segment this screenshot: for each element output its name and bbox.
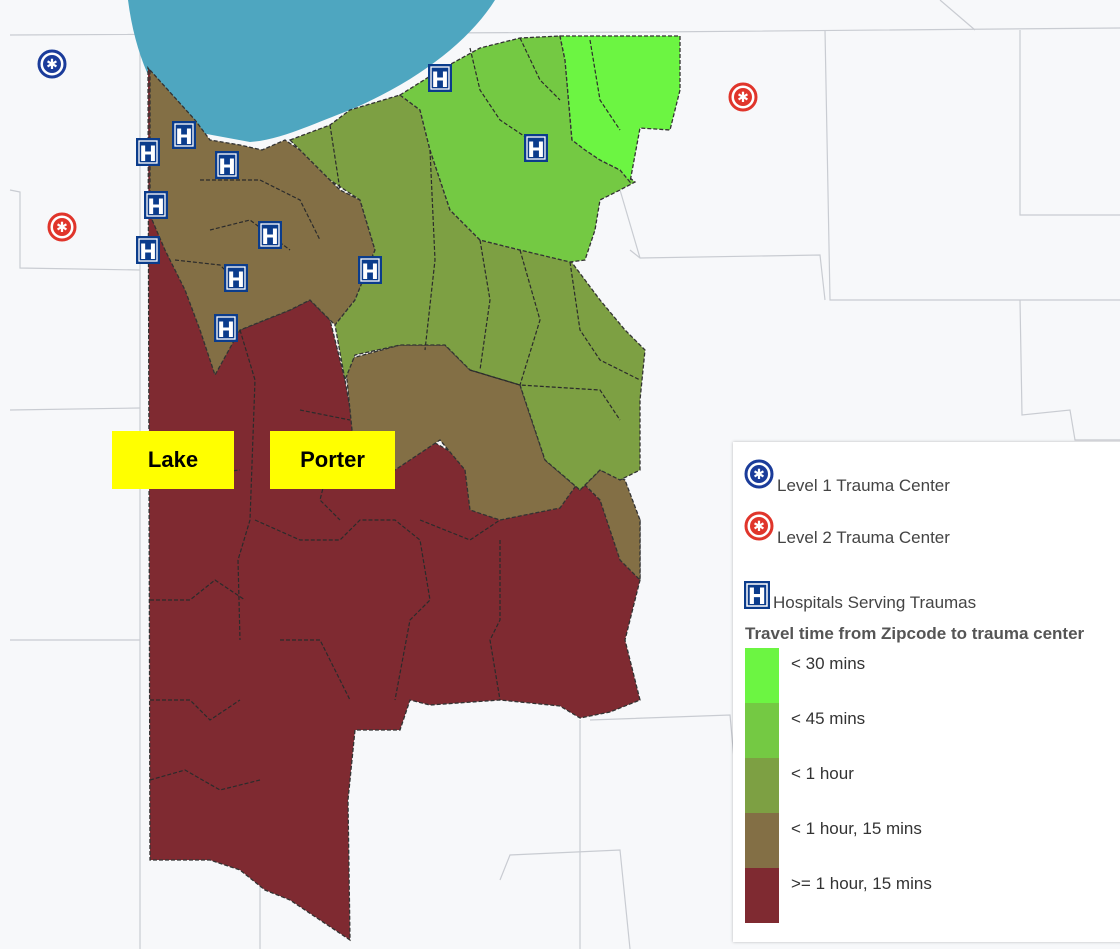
hospital-icon[interactable]: H bbox=[144, 191, 168, 219]
svg-text:H: H bbox=[218, 155, 236, 179]
svg-text:✱: ✱ bbox=[737, 90, 749, 106]
zone-under-30-mins[interactable] bbox=[559, 35, 681, 184]
hospital-icon[interactable]: H bbox=[172, 121, 196, 149]
hospital-icon[interactable]: H bbox=[224, 264, 248, 292]
legend-bin-label: < 45 mins bbox=[791, 709, 866, 728]
legend-level2-label: Level 2 Trauma Center bbox=[777, 528, 950, 547]
svg-text:✱: ✱ bbox=[753, 467, 765, 483]
hospital-icon: H bbox=[744, 581, 770, 610]
hospital-icon[interactable]: H bbox=[136, 236, 160, 264]
lake-michigan bbox=[128, 0, 495, 142]
legend-swatch bbox=[745, 648, 779, 703]
hospital-glyph: H bbox=[748, 585, 766, 610]
county-boundaries bbox=[9, 0, 1120, 949]
hospital-icon[interactable]: H bbox=[428, 64, 452, 92]
legend-bin-label: < 1 hour bbox=[791, 764, 854, 783]
hospital-markers: H H H H H H H H H H H bbox=[136, 64, 548, 342]
level1-trauma-icon: ✱ bbox=[744, 459, 774, 489]
county-label-lake: Lake bbox=[112, 431, 234, 489]
svg-text:H: H bbox=[361, 260, 379, 284]
legend-level2-row: ✱ Level 2 Trauma Center bbox=[743, 504, 950, 548]
legend-bin-label: < 1 hour, 15 mins bbox=[791, 819, 922, 838]
hospital-icon[interactable]: H bbox=[136, 138, 160, 166]
legend-swatch bbox=[745, 703, 779, 758]
zone-under-1-hour[interactable] bbox=[288, 94, 646, 491]
legend-swatch bbox=[745, 758, 779, 813]
hospital-icon[interactable]: H bbox=[214, 314, 238, 342]
svg-text:H: H bbox=[139, 142, 157, 166]
svg-text:H: H bbox=[227, 268, 245, 292]
level1-trauma-icon[interactable]: ✱ bbox=[37, 49, 67, 79]
svg-text:✱: ✱ bbox=[46, 57, 58, 73]
legend-hospital-label: Hospitals Serving Traumas bbox=[773, 593, 977, 612]
hospital-icon[interactable]: H bbox=[524, 134, 548, 162]
svg-text:✱: ✱ bbox=[56, 220, 68, 236]
level2-trauma-icon[interactable]: ✱ bbox=[47, 212, 77, 242]
map-legend: ✱ Level 1 Trauma Center ✱ Level 2 Trauma… bbox=[733, 442, 1120, 942]
svg-text:H: H bbox=[527, 138, 545, 162]
county-label-porter: Porter bbox=[270, 431, 395, 489]
hospital-icon[interactable]: H bbox=[258, 221, 282, 249]
svg-text:H: H bbox=[175, 125, 193, 149]
legend-hospital-row: H Hospitals Serving Traumas bbox=[743, 577, 976, 613]
zone-under-45-mins[interactable] bbox=[398, 35, 637, 263]
svg-text:H: H bbox=[139, 240, 157, 264]
hospital-icon[interactable]: H bbox=[215, 151, 239, 179]
legend-level1-row: ✱ Level 1 Trauma Center bbox=[743, 452, 950, 496]
svg-text:H: H bbox=[431, 68, 449, 92]
svg-text:H: H bbox=[217, 318, 235, 342]
legend-title: Travel time from Zipcode to trauma cente… bbox=[745, 624, 1085, 643]
legend-swatch bbox=[745, 868, 779, 923]
legend-swatch bbox=[745, 813, 779, 868]
svg-text:✱: ✱ bbox=[753, 519, 765, 535]
level2-trauma-icon: ✱ bbox=[744, 511, 774, 541]
legend-bin-label: < 30 mins bbox=[791, 654, 866, 673]
hospital-icon[interactable]: H bbox=[358, 256, 382, 284]
legend-level1-label: Level 1 Trauma Center bbox=[777, 476, 950, 495]
legend-bin-label: >= 1 hour, 15 mins bbox=[791, 874, 932, 893]
zipcode-boundaries bbox=[149, 37, 641, 791]
svg-text:H: H bbox=[261, 225, 279, 249]
level2-trauma-icon[interactable]: ✱ bbox=[728, 82, 758, 112]
svg-text:H: H bbox=[147, 195, 165, 219]
